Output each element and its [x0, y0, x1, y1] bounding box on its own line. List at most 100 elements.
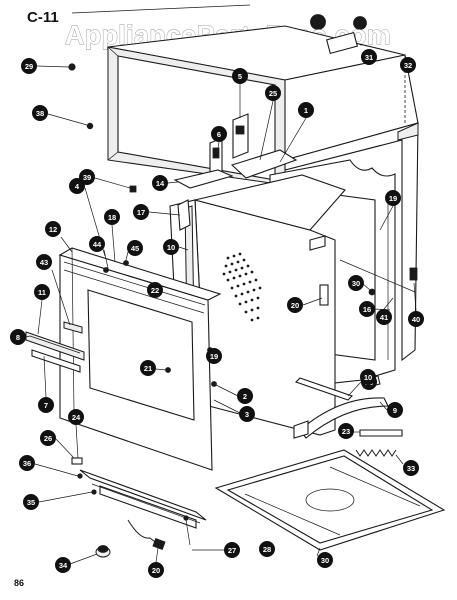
callout-circle [376, 309, 392, 325]
callout-label: 39 [83, 173, 91, 182]
callout-circle [34, 284, 50, 300]
front-frame [51, 187, 241, 471]
part-callout-23: 23 [338, 423, 354, 439]
callout-circle [23, 494, 39, 510]
part-callout-10: 10 [360, 369, 376, 385]
bottom-trim [34, 424, 224, 551]
part-callout-22: 22 [147, 282, 163, 298]
callout-circle [239, 406, 255, 422]
callout-circle [79, 169, 95, 185]
part-callout-30: 30 [317, 552, 333, 568]
callout-label: 26 [44, 434, 52, 443]
part-callout-39: 39 [79, 169, 95, 185]
callout-label: 6 [217, 130, 221, 139]
callout-circle [403, 460, 419, 476]
callout-circle [408, 311, 424, 327]
part-callout-3: 3 [239, 406, 255, 422]
part-callout-45: 45 [127, 240, 143, 256]
callout-circle [38, 397, 54, 413]
callout-circle [68, 409, 84, 425]
callout-circle [36, 254, 52, 270]
callout-circle [287, 297, 303, 313]
part-callout-28: 28 [259, 541, 275, 557]
part-callout-19: 19 [206, 348, 222, 364]
callout-label: 31 [365, 53, 373, 62]
part-callout-30: 30 [348, 275, 364, 291]
callout-label: 10 [167, 243, 175, 252]
callout-circle [104, 209, 120, 225]
callout-circle [338, 423, 354, 439]
callout-label: 30 [321, 556, 329, 565]
part-callout-12: 12 [45, 221, 61, 237]
callout-circle [127, 240, 143, 256]
callout-label: 8 [16, 333, 20, 342]
part-callout-11: 11 [34, 284, 50, 300]
callout-label: 2 [243, 392, 247, 401]
callout-label: 18 [108, 213, 116, 222]
callout-circle [359, 301, 375, 317]
callout-label: 1 [304, 106, 308, 115]
callout-circle [19, 455, 35, 471]
callout-label: 24 [72, 413, 81, 422]
part-callout-34: 34 [55, 557, 71, 573]
callout-label: 35 [27, 498, 35, 507]
callout-label: 29 [25, 62, 33, 71]
callout-label: 22 [151, 286, 159, 295]
door-strip-parts [25, 299, 85, 398]
mounting-hardware [36, 31, 359, 193]
part-callout-33: 33 [403, 460, 419, 476]
part-callout-19: 19 [385, 190, 401, 206]
part-callout-21: 21 [140, 360, 156, 376]
callout-label: 20 [152, 566, 160, 575]
part-callout-35: 35 [23, 494, 39, 510]
callout-label: 16 [363, 305, 371, 314]
callout-label: 32 [404, 61, 412, 70]
control-brackets [167, 84, 307, 189]
callout-circle [265, 85, 281, 101]
part-callout-8: 8 [10, 329, 26, 345]
callout-circle [10, 329, 26, 345]
header-rule [71, 4, 251, 14]
callout-label: 36 [23, 459, 31, 468]
callout-label: 17 [137, 208, 145, 217]
perforations [222, 252, 262, 322]
part-callout-4: 4 [69, 178, 85, 194]
callout-label: 19 [210, 352, 218, 361]
header-part-dot [310, 14, 326, 30]
header-part-dot [353, 16, 367, 30]
part-callout-40: 40 [408, 311, 424, 327]
part-callout-26: 26 [40, 430, 56, 446]
callout-circle [237, 388, 253, 404]
callout-circle [317, 552, 333, 568]
callout-label: 40 [412, 315, 420, 324]
part-callout-44: 44 [89, 236, 105, 252]
callout-circle [206, 348, 222, 364]
part-callout-18: 18 [104, 209, 120, 225]
callout-label: 38 [36, 109, 44, 118]
callout-circle [224, 542, 240, 558]
callout-label: 33 [407, 464, 415, 473]
callout-label: 4 [75, 182, 80, 191]
callout-label: 11 [38, 288, 46, 297]
part-callout-14: 14 [152, 175, 168, 191]
callout-circle [348, 275, 364, 291]
callout-circle [232, 68, 248, 84]
part-callout-43: 43 [36, 254, 52, 270]
part-callout-5: 5 [232, 68, 248, 84]
part-callout-20: 20 [287, 297, 303, 313]
part-callout-29: 29 [21, 58, 37, 74]
callout-label: 21 [144, 364, 152, 373]
part-callout-20: 20 [148, 562, 164, 578]
callout-circle [259, 541, 275, 557]
knob-and-lever [69, 519, 166, 565]
part-callout-9: 9 [387, 402, 403, 418]
callout-label: 30 [352, 279, 360, 288]
part-callout-10: 10 [163, 239, 179, 255]
callout-label: 14 [156, 179, 165, 188]
callout-circle [147, 282, 163, 298]
part-callout-25: 25 [265, 85, 281, 101]
callout-label: 3 [245, 410, 249, 419]
callout-circle [55, 557, 71, 573]
callout-label: 7 [44, 401, 48, 410]
